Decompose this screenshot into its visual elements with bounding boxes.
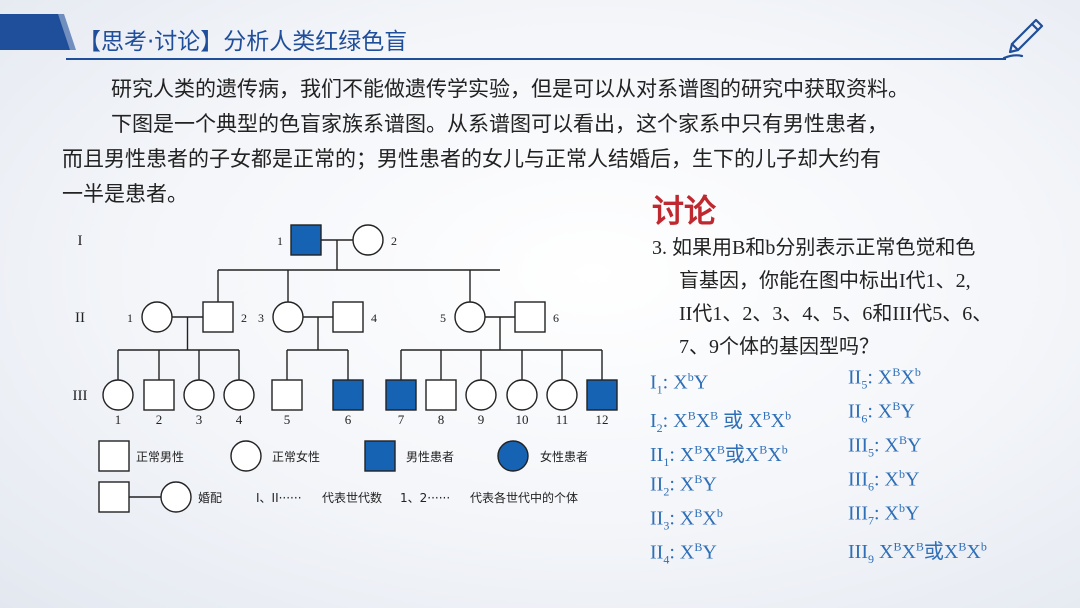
gen2-number-1: 1 — [127, 311, 133, 325]
gen3-number-7: 7 — [398, 412, 405, 427]
gen1-individual-1 — [290, 224, 322, 256]
gen3-individual-10 — [506, 379, 538, 411]
question-line-2: 盲基因，你能在图中标出I代1、2, — [679, 270, 971, 292]
gen2-individual-3 — [272, 301, 304, 333]
genotype-II-1: II1: XBXB或XBXb — [650, 442, 788, 469]
gen3-individual-12 — [586, 379, 618, 411]
legend-normal-male-label: 正常男性 — [136, 450, 184, 464]
gen3-number-2: 2 — [156, 412, 163, 427]
legend-affected-female-symbol — [497, 440, 529, 472]
generation-label-2: II — [75, 310, 85, 326]
discussion-title: 讨论 — [652, 192, 717, 230]
intro-line-2: 下图是一个典型的色盲家族系谱图。从系谱图可以看出，这个家系中只有男性患者， — [111, 112, 888, 136]
legend-affected-male-label: 男性患者 — [406, 450, 454, 464]
legend-generation-symbol: I、II······ — [256, 491, 302, 505]
gen2-number-3: 3 — [258, 311, 264, 325]
gen2-individual-2 — [202, 301, 234, 333]
gen2-individual-1 — [141, 301, 173, 333]
gen3-number-1: 1 — [115, 412, 122, 427]
legend-affected-male-symbol — [364, 440, 396, 472]
question-line-1: 3. 如果用B和b分别表示正常色觉和色 — [652, 237, 976, 259]
genotype-II-5: II5: XBXb — [848, 365, 921, 392]
genotype-II-2: II2: XBY — [650, 472, 717, 499]
gen3-number-3: 3 — [196, 412, 203, 427]
legend-individual-symbol: 1、2······ — [400, 491, 450, 505]
legend-marriage-female-symbol — [160, 481, 192, 513]
gen3-individual-8 — [425, 379, 457, 411]
legend-affected-female-label: 女性患者 — [540, 449, 588, 464]
gen3-individual-3 — [183, 379, 215, 411]
intro-line-3: 而且男性患者的子女都是正常的；男性患者的女儿与正常人结婚后，生下的儿子却大约有 — [62, 147, 881, 171]
gen3-number-5: 5 — [284, 412, 291, 427]
legend-normal-female-label: 正常女性 — [272, 449, 320, 464]
genotype-III-7: III7: XbY — [848, 501, 920, 528]
gen3-individual-11 — [546, 379, 578, 411]
gen2-individual-4 — [332, 301, 364, 333]
genotype-I-2: I2: XBXB 或 XBXb — [650, 408, 792, 435]
gen3-number-11: 11 — [556, 412, 569, 427]
header-tab-shape — [0, 14, 76, 50]
gen1-number-1: 1 — [277, 234, 283, 248]
genotype-II-4: II4: XBY — [650, 540, 717, 567]
gen1-individual-2 — [352, 224, 384, 256]
gen1-number-2: 2 — [391, 234, 397, 248]
genotype-I-1: I1: XbY — [650, 370, 709, 397]
intro-line-1: 研究人类的遗传病，我们不能做遗传学实验，但是可以从对系谱图的研究中获取资料。 — [111, 77, 909, 101]
gen2-individual-6 — [514, 301, 546, 333]
gen3-number-4: 4 — [236, 412, 243, 427]
legend-marriage-male-symbol — [98, 481, 130, 513]
gen3-number-8: 8 — [438, 412, 445, 427]
genotype-III-9: III9 XBXB或XBXb — [848, 539, 987, 566]
legend-marriage-label: 婚配 — [198, 491, 222, 505]
gen3-individual-9 — [465, 379, 497, 411]
gen3-number-12: 12 — [596, 412, 609, 427]
gen3-individual-6 — [332, 379, 364, 411]
gen3-number-6: 6 — [345, 412, 352, 427]
legend-normal-male-symbol — [98, 440, 130, 472]
genotype-II-6: II6: XBY — [848, 399, 915, 426]
gen2-individual-5 — [454, 301, 486, 333]
header-underline — [66, 58, 1006, 60]
genotype-III-5: III5: XBY — [848, 433, 922, 460]
page-title: 【思考·讨论】分析人类红绿色盲 — [78, 29, 408, 55]
gen2-number-4: 4 — [371, 311, 377, 325]
genotype-III-6: III6: XbY — [848, 467, 920, 494]
legend-individual-desc: 代表各世代中的个体 — [470, 490, 578, 505]
genotype-II-3: II3: XBXb — [650, 506, 723, 533]
gen3-individual-5 — [271, 379, 303, 411]
legend-normal-female-symbol — [230, 440, 262, 472]
gen3-individual-2 — [143, 379, 175, 411]
question-line-3: II代1、2、3、4、5、6和III代5、6、 — [679, 303, 993, 325]
gen2-number-2: 2 — [241, 311, 247, 325]
gen2-number-5: 5 — [440, 311, 446, 325]
pen-icon — [1002, 18, 1044, 60]
gen3-number-10: 10 — [516, 412, 529, 427]
gen3-individual-4 — [223, 379, 255, 411]
gen3-individual-7 — [385, 379, 417, 411]
generation-label-1: I — [78, 233, 83, 249]
generation-label-3: III — [73, 388, 88, 404]
intro-line-4: 一半是患者。 — [62, 182, 188, 206]
gen2-number-6: 6 — [553, 311, 559, 325]
gen3-number-9: 9 — [478, 412, 485, 427]
question-line-4: 7、9个体的基因型吗？ — [679, 336, 879, 358]
legend-generation-desc: 代表世代数 — [322, 490, 382, 505]
gen3-individual-1 — [102, 379, 134, 411]
